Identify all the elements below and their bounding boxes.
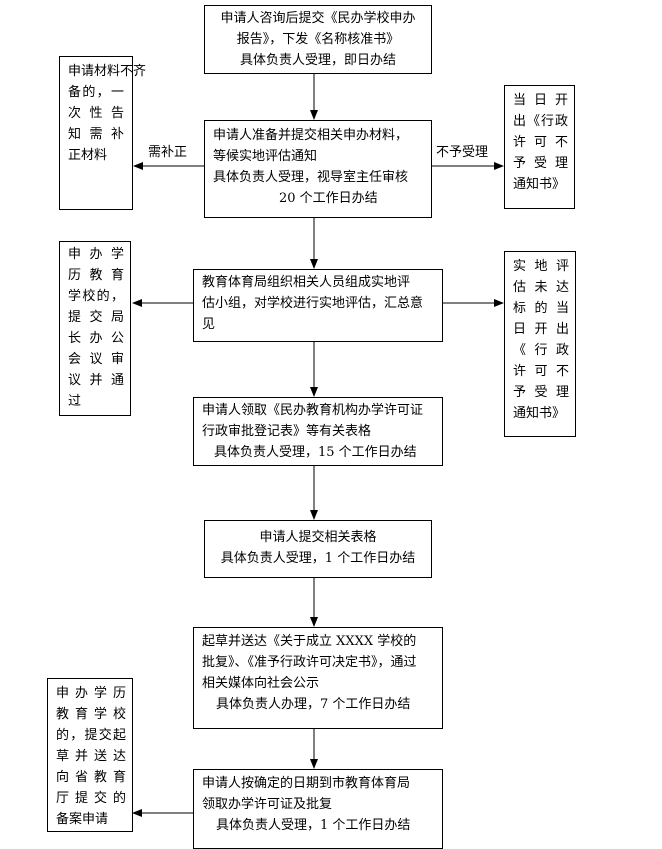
step-submit-materials: 申请人准备并提交相关申办材料， 等候实地评估通知 具体负责人受理，视导室主任审核… bbox=[204, 120, 432, 218]
side-line: 申请材料不齐 bbox=[68, 64, 147, 79]
step-line: 申请人按确定的日期到市教育体育局 bbox=[202, 776, 411, 791]
step-line: 相关媒体向社会公示 bbox=[202, 676, 320, 691]
side-box-supplement-notice: 申请材料不齐 备的，一 次性告 知需补 正材料 bbox=[59, 56, 147, 210]
side-line: 教育学校 bbox=[56, 707, 126, 722]
side-line: 通知书》 bbox=[513, 406, 566, 421]
side-line: 《行政 bbox=[513, 343, 569, 358]
side-line: 历教育 bbox=[68, 268, 124, 283]
step-collect-license: 申请人按确定的日期到市教育体育局 领取办学许可证及批复 具体负责人受理，1 个工… bbox=[193, 769, 443, 849]
side-line: 备案申请 bbox=[56, 812, 109, 827]
side-line: 通知书》 bbox=[513, 177, 566, 192]
side-line: 予受理 bbox=[513, 156, 568, 171]
side-line: 当日开 bbox=[513, 93, 568, 108]
side-line: 厅提交的 bbox=[56, 791, 126, 806]
side-line: 正材料 bbox=[68, 148, 108, 163]
step-line: 见 bbox=[202, 317, 216, 332]
side-line: 向省教育 bbox=[56, 770, 126, 785]
step-line: 申请人领取《民办教育机构办学许可证 bbox=[202, 403, 424, 418]
step-line: 具体负责人受理，即日办结 bbox=[239, 53, 396, 68]
step-line: 具体负责人受理，1 个工作日办结 bbox=[216, 818, 411, 833]
side-line: 知需补 bbox=[68, 127, 124, 142]
side-line: 许可不 bbox=[513, 364, 569, 379]
step-line: 批复》、《准予行政许可决定书》，通过 bbox=[202, 655, 417, 670]
step-line: 申请人提交相关表格 bbox=[259, 530, 377, 545]
step-line: 具体负责人办理，7 个工作日办结 bbox=[216, 697, 411, 712]
side-line: 议并通 bbox=[68, 373, 124, 388]
side-line: 许可不 bbox=[513, 135, 568, 150]
label-not-accepted: 不予受理 bbox=[436, 145, 489, 160]
side-line: 申办学历 bbox=[56, 686, 126, 701]
step-submit-report: 申请人咨询后提交《民办学校申办 报告》，下发《名称核准书》 具体负责人受理，即日… bbox=[204, 5, 432, 74]
step-line: 教育体育局组织相关人员组成实地评 bbox=[202, 275, 411, 290]
side-line: 提交局 bbox=[68, 310, 124, 325]
step-line: 起草并送达《关于成立 XXXX 学校的 bbox=[202, 634, 417, 649]
side-line: 备的，一 bbox=[68, 85, 124, 100]
side-line: 实地评 bbox=[513, 259, 569, 274]
side-box-province-filing: 申办学历 教育学校 的，提交起 草并送达 向省教育 厅提交的 备案申请 bbox=[47, 678, 133, 832]
step-draft-approval: 起草并送达《关于成立 XXXX 学校的 批复》、《准予行政许可决定书》，通过 相… bbox=[193, 627, 443, 729]
step-line: 具体负责人受理，15 个工作日办结 bbox=[214, 445, 417, 460]
side-line: 次性告 bbox=[68, 106, 124, 121]
side-line: 草并送达 bbox=[56, 749, 126, 764]
side-line: 申办学 bbox=[68, 247, 124, 262]
step-line: 等候实地评估通知 bbox=[213, 149, 318, 164]
step-line: 申请人咨询后提交《民办学校申办 bbox=[220, 11, 416, 26]
side-line: 予受理 bbox=[513, 385, 569, 400]
step-line: 具体负责人受理，视导室主任审核 bbox=[213, 170, 409, 185]
step-line: 申请人准备并提交相关申办材料， bbox=[213, 128, 409, 143]
side-line: 过 bbox=[68, 394, 82, 409]
step-submit-forms: 申请人提交相关表格 具体负责人受理，1 个工作日办结 bbox=[204, 520, 432, 578]
step-line: 20 个工作日办结 bbox=[279, 191, 378, 206]
step-field-assessment: 教育体育局组织相关人员组成实地评 估小组，对学校进行实地评估，汇总意 见 bbox=[193, 269, 443, 342]
side-line: 日开出 bbox=[513, 322, 569, 337]
step-line: 报告》，下发《名称核准书》 bbox=[236, 32, 400, 47]
side-line: 出《行政 bbox=[513, 114, 568, 129]
side-box-reject-notice-1: 当日开 出《行政 许可不 予受理 通知书》 bbox=[504, 85, 575, 209]
step-line: 估小组，对学校进行实地评估，汇总意 bbox=[202, 296, 424, 311]
label-needs-supplement: 需补正 bbox=[148, 145, 188, 160]
step-line: 领取办学许可证及批复 bbox=[202, 797, 333, 812]
side-box-reject-notice-2: 实地评 估未达 标的当 日开出 《行政 许可不 予受理 通知书》 bbox=[504, 251, 576, 437]
step-line: 具体负责人受理，1 个工作日办结 bbox=[220, 551, 416, 566]
side-line: 会议审 bbox=[68, 352, 124, 367]
side-line: 标的当 bbox=[513, 301, 569, 316]
side-line: 的，提交起 bbox=[56, 728, 126, 743]
side-line: 学校的， bbox=[68, 289, 124, 304]
side-line: 长办公 bbox=[68, 331, 124, 346]
side-box-higher-edu-review: 申办学 历教育 学校的， 提交局 长办公 会议审 议并通 过 bbox=[59, 241, 131, 416]
step-line: 行政审批登记表》等有关表格 bbox=[202, 424, 372, 439]
step-collect-forms: 申请人领取《民办教育机构办学许可证 行政审批登记表》等有关表格 具体负责人受理，… bbox=[193, 397, 443, 466]
side-line: 估未达 bbox=[513, 280, 569, 295]
